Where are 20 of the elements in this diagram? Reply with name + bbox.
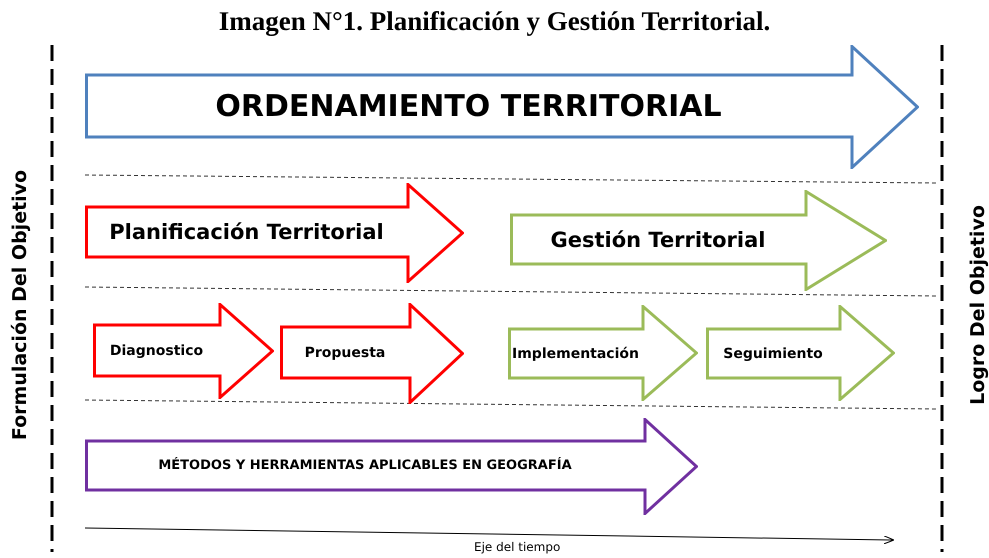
stage-banner (510, 190, 887, 291)
stage-banner (85, 45, 919, 169)
arrow-label: Planificación Territorial (108, 219, 385, 246)
vertical-label: Formulación Del Objetivo (9, 170, 32, 440)
stage-banner (85, 418, 698, 515)
arrow-label: Implementación (511, 344, 640, 364)
arrow-label: Diagnostico (108, 342, 204, 360)
arrow-label: MÉTODOS Y HERRAMIENTAS APLICABLES EN GEOGRAFÍA (157, 456, 573, 475)
stage-banner (85, 183, 464, 283)
arrow-label: ORDENAMIENTO TERRITORIAL (214, 88, 723, 126)
arrow-label: Seguimiento (722, 344, 824, 364)
stage-banner (706, 305, 895, 401)
stage-banner (280, 303, 464, 404)
arrow-label: Propuesta (304, 344, 386, 362)
diagram-title: Imagen N°1. Planificación y Gestión Territorial. (218, 6, 772, 37)
stage-banner (93, 303, 274, 399)
arrow-label: Gestión Territorial (550, 226, 766, 254)
vertical-label: Logro Del Objetivo (966, 205, 989, 405)
stage-banner (508, 305, 698, 401)
axis-label: Eje del tiempo (474, 540, 560, 554)
